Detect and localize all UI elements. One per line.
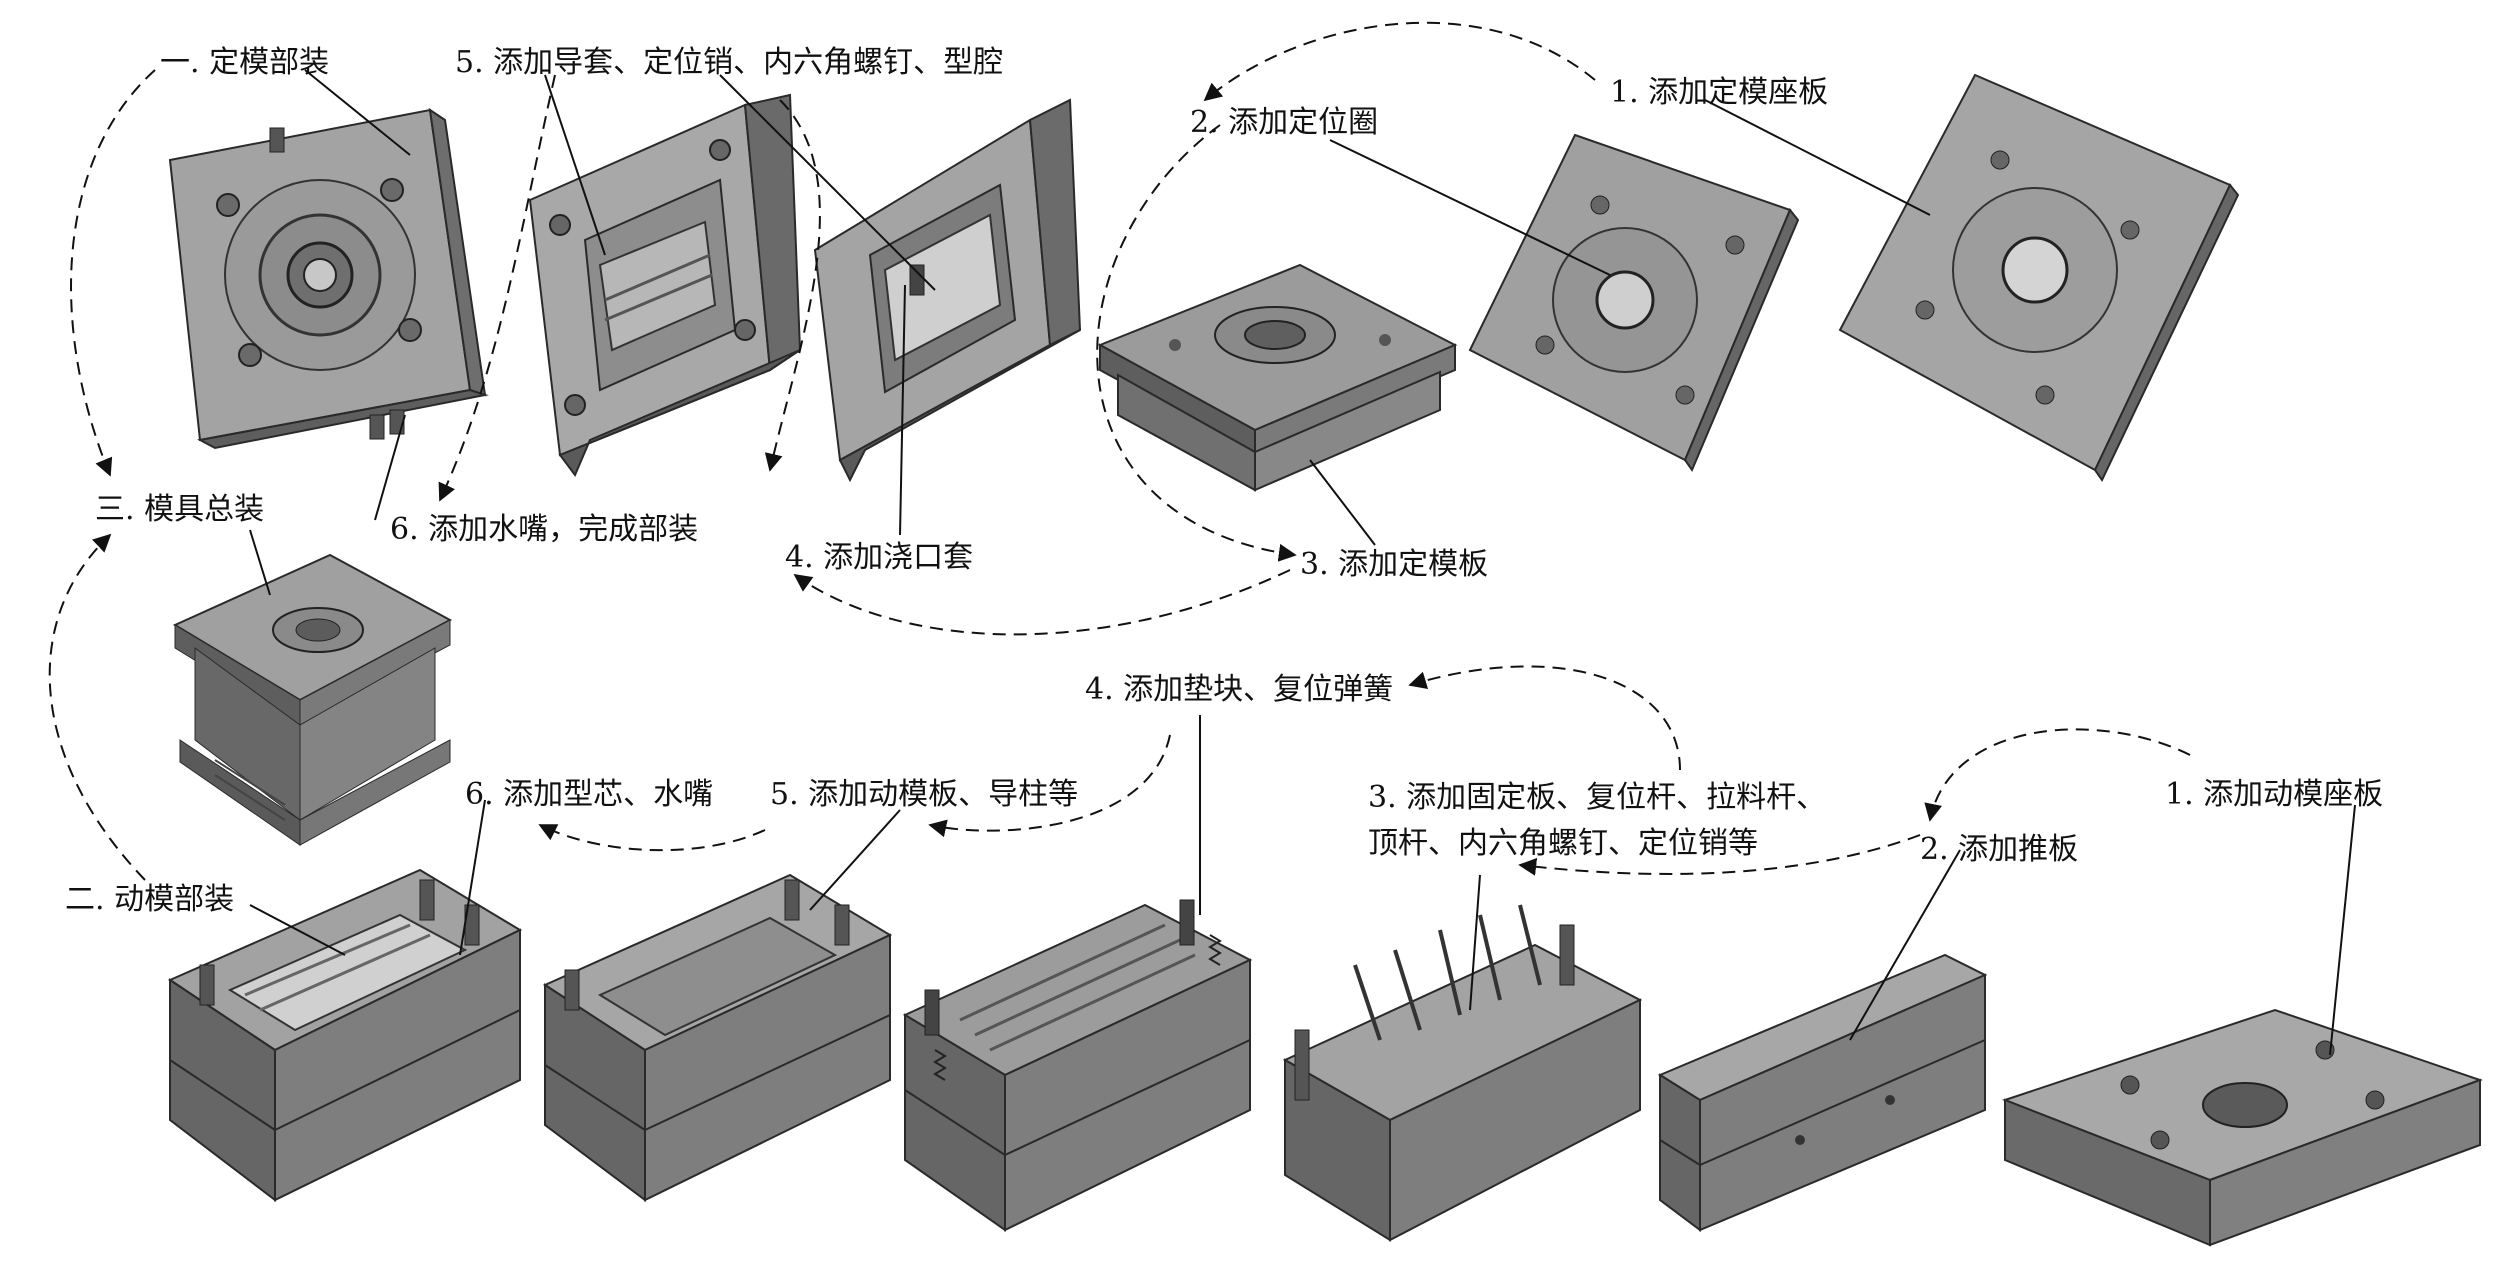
final-assembly-model bbox=[172, 553, 453, 846]
moving-half-step5-model bbox=[542, 873, 893, 1202]
moving-step4-label: 4. 添加垫块、复位弹簧 bbox=[1085, 672, 1394, 707]
moving-half-title: 二. 动模部装 bbox=[65, 882, 235, 917]
fixed-step3-label: 3. 添加定模板 bbox=[1300, 547, 1489, 582]
moving-step6-label: 6. 添加型芯、水嘴 bbox=[465, 777, 714, 812]
fixed-half-step5-model bbox=[528, 93, 802, 477]
leader-lines bbox=[249, 69, 2356, 1056]
fixed-half-complete-model bbox=[168, 107, 489, 450]
moving-half-step2-model bbox=[1657, 953, 1988, 1232]
fixed-half-step4-model bbox=[813, 98, 1082, 483]
moving-step3-label-line1: 3. 添加固定板、复位杆、拉料杆、 bbox=[1368, 780, 1827, 815]
moving-half-step3-model bbox=[1282, 904, 1643, 1242]
fixed-half-step2-model bbox=[1468, 133, 1800, 473]
fixed-step1-label: 1. 添加定模座板 bbox=[1610, 75, 1829, 110]
moving-half-step1-model bbox=[2002, 1008, 2483, 1247]
fixed-step4-label: 4. 添加浇口套 bbox=[785, 540, 974, 575]
fixed-step5-label: 5. 添加导套、定位销、内六角螺钉、型腔 bbox=[455, 45, 1004, 80]
moving-step5-label: 5. 添加动模板、导柱等 bbox=[770, 777, 1079, 812]
moving-half-complete-model bbox=[167, 868, 523, 1203]
flow-arrows bbox=[48, 21, 2191, 881]
fixed-step6-label: 6. 添加水嘴，完成部装 bbox=[390, 512, 699, 547]
final-assembly-title: 三. 模具总装 bbox=[95, 492, 265, 527]
moving-step2-label: 2. 添加推板 bbox=[1920, 832, 2079, 867]
moving-step1-label: 1. 添加动模座板 bbox=[2165, 777, 2384, 812]
fixed-step2-label: 2. 添加定位圈 bbox=[1190, 105, 1379, 140]
moving-half-step4-model bbox=[902, 899, 1253, 1232]
fixed-half-step1-model bbox=[1838, 73, 2240, 482]
moving-step3-label-line2: 顶杆、内六角螺钉、定位销等 bbox=[1368, 826, 1758, 861]
fixed-half-step3-model bbox=[1097, 263, 1458, 492]
fixed-half-title: 一. 定模部装 bbox=[160, 45, 330, 80]
